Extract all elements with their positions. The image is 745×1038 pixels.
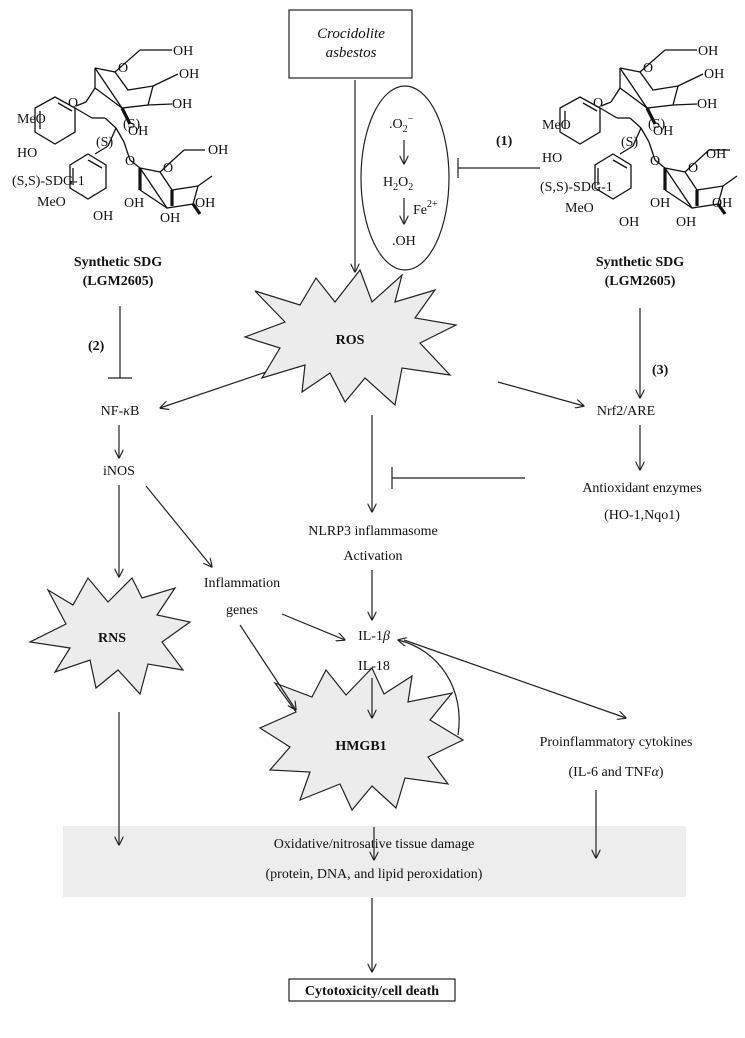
svg-text:OH: OH <box>653 124 673 139</box>
arrow-inos-inflammation <box>145 485 212 567</box>
svg-text:OH: OH <box>619 215 639 230</box>
sdg-left-code: (LGM2605) <box>83 274 154 289</box>
sdg-right-stereo-label: (S,S)-SDG-1 <box>540 180 613 195</box>
arrow-il1-proinflammatory <box>403 639 626 718</box>
step-1-label: (1) <box>496 134 513 149</box>
svg-text:(S): (S) <box>96 135 113 150</box>
svg-text:OH: OH <box>128 124 148 139</box>
arrow-hmgb1-il1-feedback <box>398 640 460 736</box>
arrow-genes-hmgb1 <box>239 624 296 710</box>
svg-text:OH: OH <box>712 196 732 211</box>
superoxide-label: .O2− <box>389 114 414 135</box>
svg-text:OH: OH <box>697 97 717 112</box>
svg-text:O: O <box>118 61 128 76</box>
ros-cycle: .O2− H2O2 Fe2+ .OH <box>360 85 450 271</box>
activation-label: Activation <box>343 549 402 564</box>
nfkb-label: NF-κB <box>101 404 140 419</box>
asbestos-label-line2: asbestos <box>326 45 377 61</box>
hmgb1-label: HMGB1 <box>335 739 386 754</box>
iron-label: Fe2+ <box>413 199 438 218</box>
genes-label: genes <box>226 603 258 618</box>
svg-text:MeO: MeO <box>542 118 571 133</box>
asbestos-label-line1: Crocidolite <box>317 26 385 42</box>
asbestos-node: Crocidolite asbestos <box>288 9 413 79</box>
svg-text:O: O <box>650 154 660 169</box>
svg-text:OH: OH <box>704 67 724 82</box>
svg-text:O: O <box>125 154 135 169</box>
il18-label: IL-18 <box>358 659 390 674</box>
svg-text:OH: OH <box>650 196 670 211</box>
svg-text:OH: OH <box>179 67 199 82</box>
svg-text:HO: HO <box>17 146 37 161</box>
rns-node: RNS <box>28 576 192 696</box>
svg-text:OH: OH <box>676 215 696 230</box>
svg-text:MeO: MeO <box>37 195 66 210</box>
ros-label: ROS <box>336 333 365 348</box>
outcome-label: Cytotoxicity/cell death <box>305 984 439 999</box>
proinflammatory-label: Proinflammatory cytokines <box>540 735 693 750</box>
sdg-left-stereo-label: (S,S)-SDG-1 <box>12 174 85 189</box>
sdg-left-name: Synthetic SDG <box>74 255 162 270</box>
cytokines-detail: (IL-6 and TNFα) <box>569 765 664 780</box>
arrow-genes-il1 <box>281 613 345 640</box>
rns-label: RNS <box>98 631 126 646</box>
outcome-box: Cytotoxicity/cell death <box>288 978 456 1002</box>
arrow-ros-nfkb <box>160 371 267 408</box>
svg-text:OH: OH <box>124 196 144 211</box>
svg-text:(S): (S) <box>648 117 665 132</box>
ros-node: ROS <box>243 268 458 407</box>
svg-text:O: O <box>593 96 603 111</box>
antioxidant-detail: (HO-1,Nqo1) <box>604 508 680 523</box>
arrows <box>119 80 640 972</box>
svg-text:OH: OH <box>195 196 215 211</box>
sdg-right-code: (LGM2605) <box>605 274 676 289</box>
arrow-ros-nrf2 <box>497 381 584 406</box>
svg-text:OH: OH <box>208 143 228 158</box>
svg-text:OH: OH <box>93 209 113 224</box>
svg-text:O: O <box>68 96 78 111</box>
svg-text:O: O <box>163 161 173 176</box>
svg-text:OH: OH <box>172 97 192 112</box>
svg-text:(S): (S) <box>621 135 638 150</box>
damage-line2: (protein, DNA, and lipid peroxidation) <box>266 867 483 882</box>
step-2-label: (2) <box>88 339 105 354</box>
il1-label: IL-1β <box>358 629 390 644</box>
svg-text:HO: HO <box>542 151 562 166</box>
svg-text:MeO: MeO <box>565 201 594 216</box>
sdg-right-structure: OH O OH OH OH O MeO HO (S) (S) O OH O OH… <box>540 44 739 230</box>
svg-text:(S): (S) <box>123 117 140 132</box>
svg-text:O: O <box>643 61 653 76</box>
nlrp3-label: NLRP3 inflammasome <box>308 524 438 539</box>
svg-text:OH: OH <box>706 147 726 162</box>
damage-box: Oxidative/nitrosative tissue damage (pro… <box>63 826 686 897</box>
step-3-label: (3) <box>652 363 669 378</box>
sdg-right-name: Synthetic SDG <box>596 255 684 270</box>
svg-text:MeO: MeO <box>17 112 46 127</box>
svg-text:OH: OH <box>698 44 718 59</box>
peroxide-label: H2O2 <box>383 175 413 193</box>
svg-text:OH: OH <box>173 44 193 59</box>
hmgb1-node: HMGB1 <box>258 666 465 812</box>
svg-text:O: O <box>688 161 698 176</box>
antioxidant-label: Antioxidant enzymes <box>582 481 701 496</box>
svg-text:OH: OH <box>160 211 180 226</box>
hydroxyl-label: .OH <box>392 234 416 249</box>
inflammation-label: Inflammation <box>204 576 280 591</box>
inos-label: iNOS <box>103 464 135 479</box>
nrf2-label: Nrf2/ARE <box>597 404 655 419</box>
sdg-left-structure: OH O OH OH OH O MeO HO (S) (S) O OH O OH… <box>12 44 228 226</box>
